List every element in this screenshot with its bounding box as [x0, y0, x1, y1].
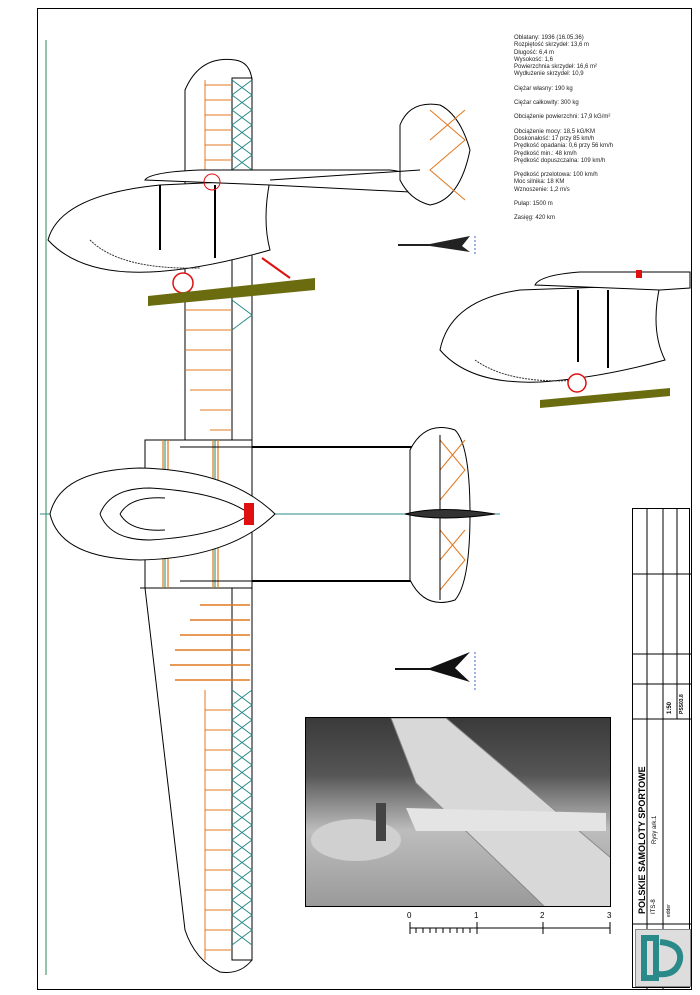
spec-group: Oblatany: 1936 (16.05.36)Rozpiętość skrz… [514, 35, 613, 79]
spec-line: Obciążenie powierzchni: 17,9 kG/m² [514, 114, 611, 121]
spec-line: Długość: 6,4 m [514, 49, 555, 56]
spec-line: Doskonałość: 17 przy 85 km/h [514, 135, 595, 142]
spec-line: Oblatany: 1936 (16.05.36) [514, 35, 584, 41]
spec-line: Pułap: 1500 m [514, 201, 553, 208]
spec-line: Prędkość przelotowa: 100 km/h [514, 172, 598, 179]
spec-line: Prędkość opadania: 0,6 przy 56 km/h [514, 143, 614, 150]
spec-line: Zasięg: 420 km [514, 215, 556, 222]
scale-tick-0: 0 [407, 911, 412, 920]
series-title: POLSKIE SAMOLOTY SPORTOWE [637, 766, 647, 914]
scale-tick-3: 3 [607, 911, 612, 920]
tailplane-plan [404, 427, 496, 603]
logo [635, 929, 691, 987]
drawing-code: PSS03.8 [679, 694, 685, 714]
spec-line: Ciężar całkowity: 300 kg [514, 100, 579, 107]
aircraft-type: ITS-8 [651, 899, 657, 914]
spec-line: Ciężar własny: 190 kg [514, 85, 573, 92]
spec-line: Powierzchnia skrzydeł: 16,6 m² [514, 64, 598, 71]
side-view-detail [439, 270, 691, 408]
spec-line: Obciążenie mocy: 18,5 kG/KM [514, 128, 596, 135]
spec-line: Rozpiętość skrzydeł: 13,6 m [514, 42, 590, 49]
spec-line: Moc silnika: 18 KM [514, 179, 565, 186]
specifications: Oblatany: 1936 (16.05.36)Rozpiętość skrz… [514, 35, 613, 223]
wing-lower [140, 587, 253, 973]
side-view-main [47, 103, 471, 306]
scale-tick-1: 1 [474, 911, 479, 920]
center-section-plan [49, 439, 420, 589]
sheet-label: Rysy ark.1 [652, 815, 658, 844]
drawing-frame [37, 8, 692, 990]
spec-line: Prędkość dopuszczalna: 109 km/h [514, 157, 606, 164]
scale-tick-2: 2 [540, 911, 545, 920]
author: edder [666, 904, 672, 917]
historical-photo [305, 717, 611, 907]
title-block: POLSKIE SAMOLOTY SPORTOWE ITS-8 Rysy ark… [632, 508, 691, 989]
spec-line: Wysokość: 1,6 [514, 56, 553, 63]
scale-value: 1:50 [667, 701, 673, 714]
front-view-small-1 [398, 236, 476, 254]
spec-line: Wznoszenie: 1,2 m/s [514, 186, 570, 193]
spec-line: Prędkość min.: 48 km/h [514, 150, 577, 157]
scale-bar [409, 922, 611, 934]
spec-line: Wydłużenie skrzydeł: 10,9 [514, 71, 584, 78]
front-view-small-2 [395, 652, 476, 690]
